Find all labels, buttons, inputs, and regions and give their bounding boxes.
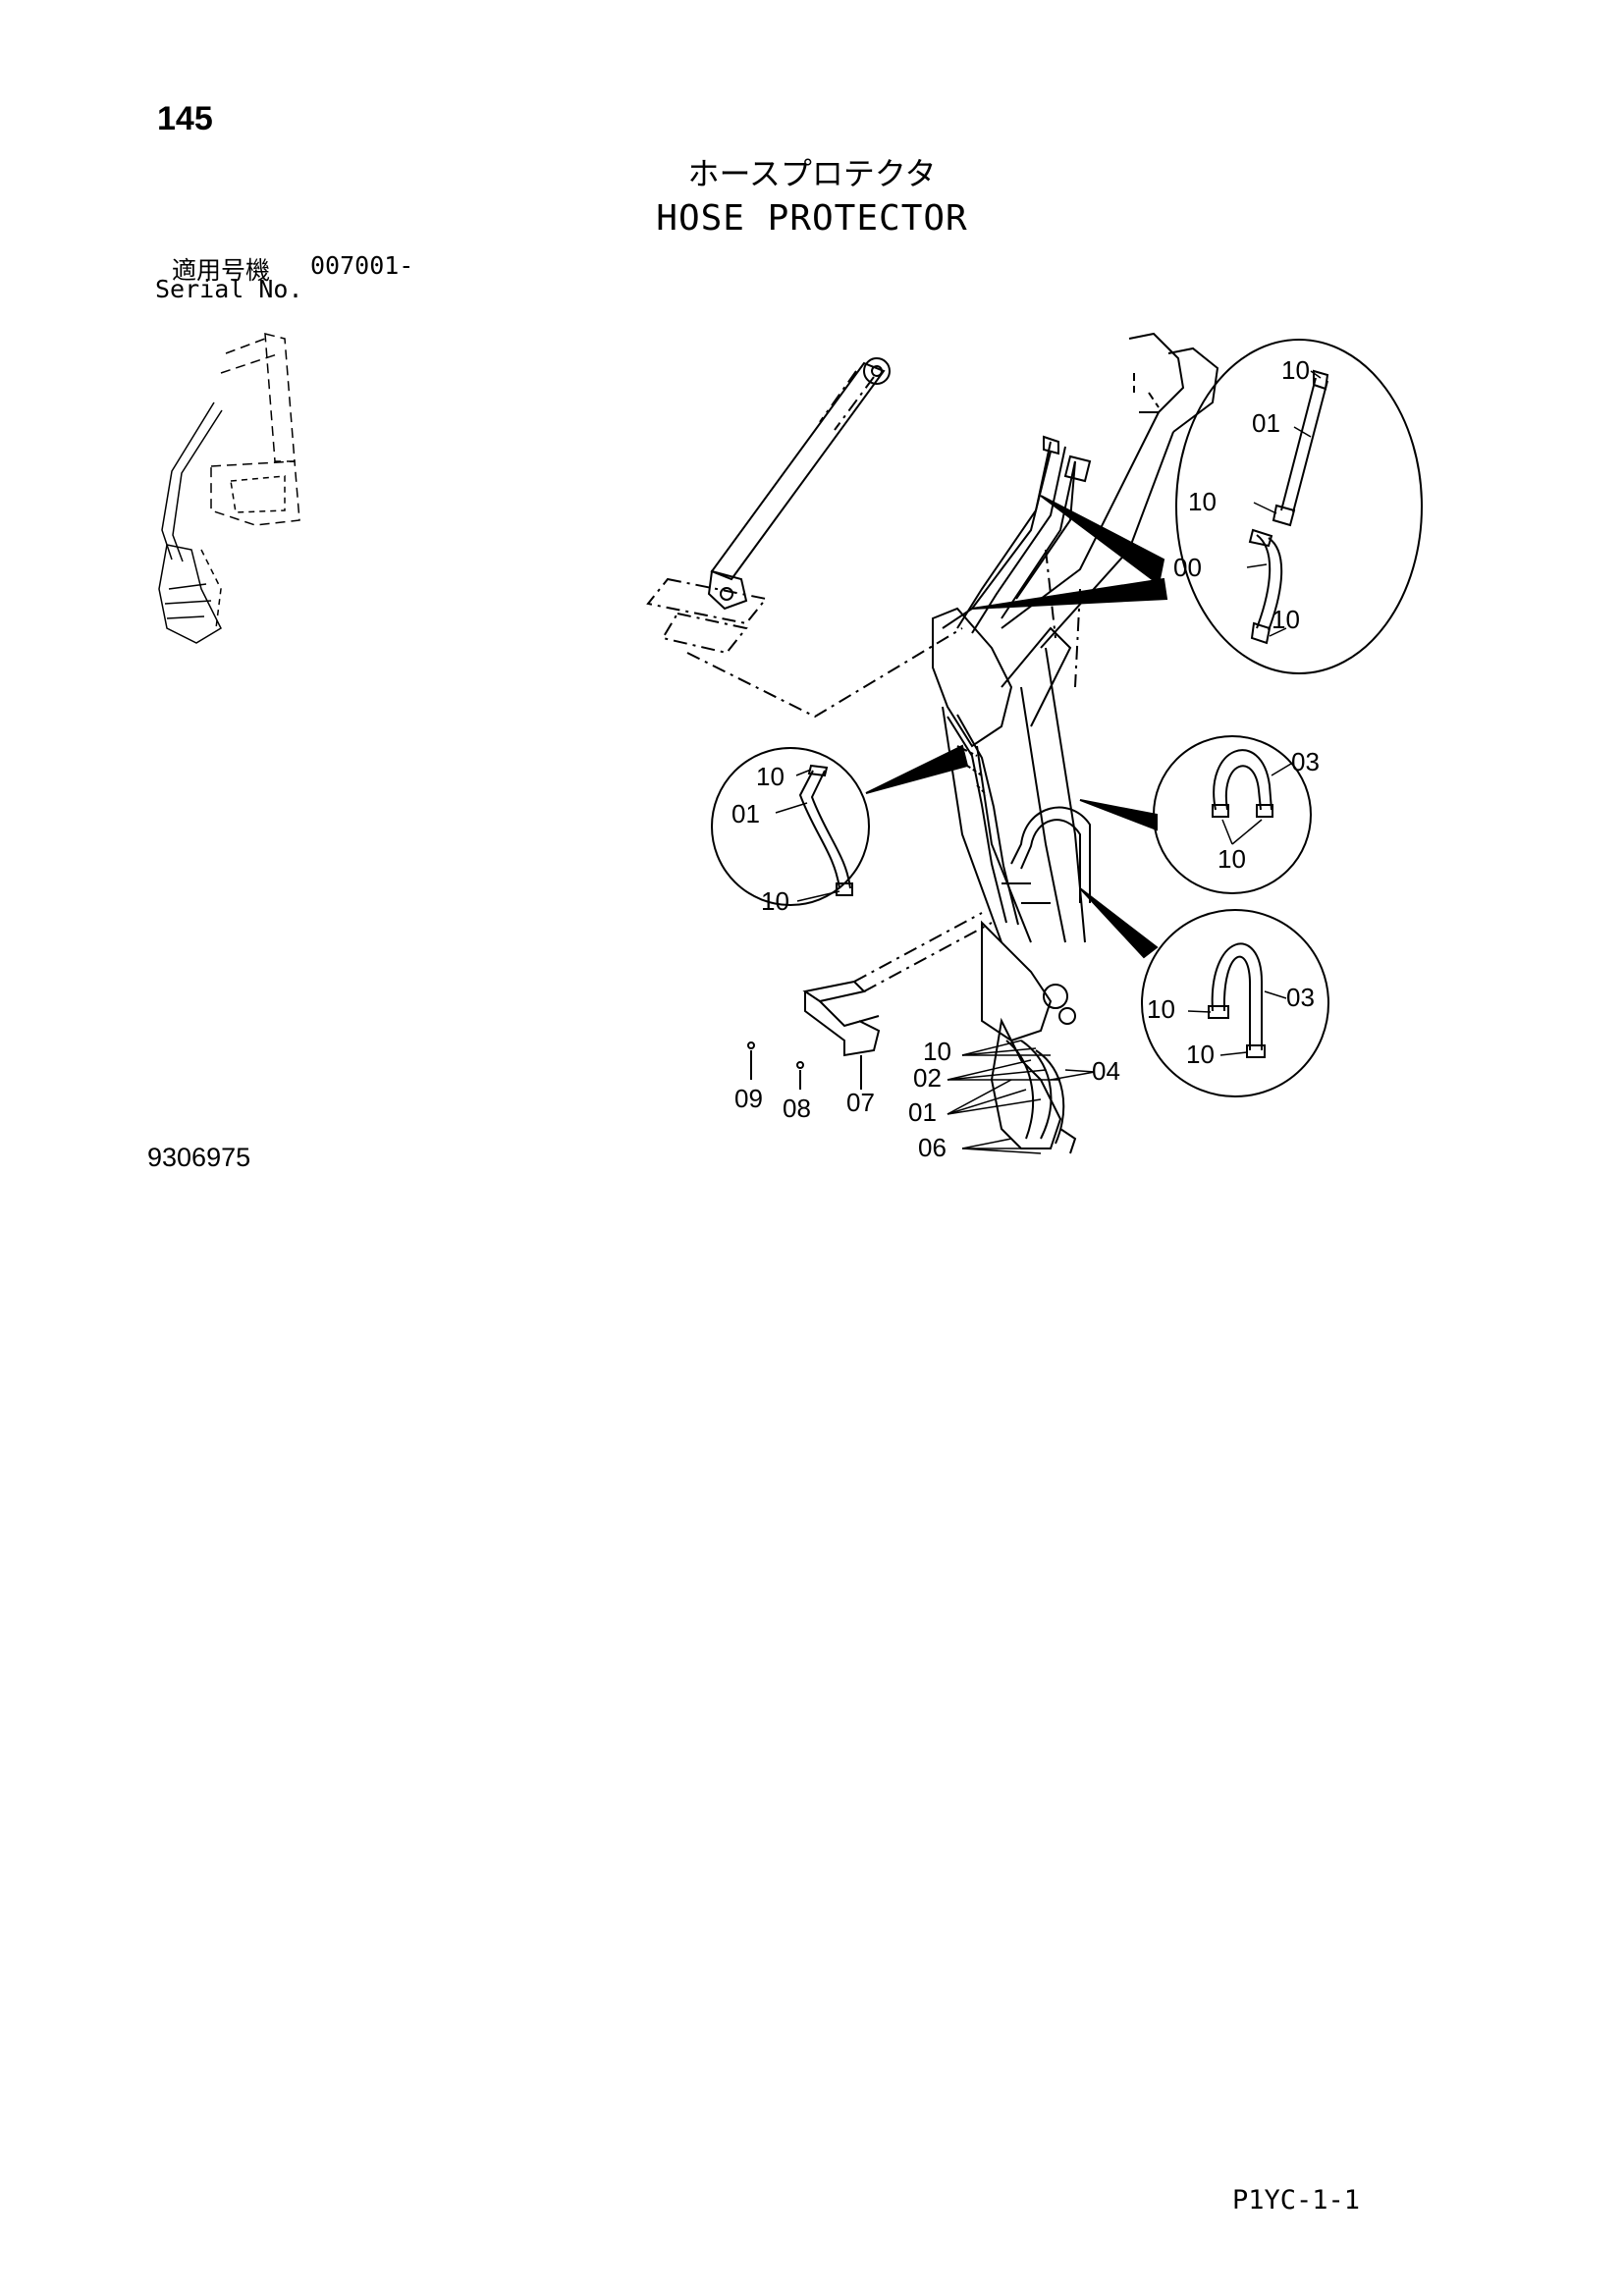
detail-circle-bottom-right — [1141, 909, 1329, 1097]
serial-label-japanese: 適用号機 — [172, 256, 271, 285]
callout: 03 — [1286, 983, 1315, 1012]
detail-circle-left — [711, 747, 870, 906]
callout: 02 — [913, 1063, 942, 1093]
callout: 10 — [923, 1037, 951, 1066]
callout: 01 — [731, 799, 760, 828]
boom-and-arm — [932, 332, 1219, 1042]
leader-lines — [775, 370, 1322, 1154]
pointer-left — [865, 744, 969, 794]
pointer-bottom-right — [1079, 887, 1159, 959]
page-title: HOSE PROTECTOR — [656, 198, 968, 239]
callout-labels: 10 01 10 00 10 10 01 10 03 10 10 03 10 1… — [731, 355, 1320, 1162]
drawing-number: 9306975 — [147, 1143, 251, 1172]
page-title-japanese: ホースプロテクタ — [687, 155, 937, 192]
washer — [796, 1061, 804, 1090]
callout: 10 — [1281, 355, 1310, 385]
callout: 10 — [1186, 1040, 1215, 1069]
bucket-end — [990, 1017, 1077, 1154]
arm-hoses — [947, 714, 1091, 926]
callout: 01 — [1252, 408, 1280, 438]
pointer-top-right-b — [971, 577, 1168, 610]
callout: 00 — [1173, 553, 1202, 582]
serial-label: Serial No. — [155, 275, 303, 303]
callout: 10 — [761, 886, 789, 916]
callout: 01 — [908, 1097, 937, 1127]
detail-circle-top-right — [1175, 339, 1423, 674]
serial-range: 007001- — [310, 251, 414, 280]
callout: 06 — [918, 1133, 947, 1162]
pointer-top-right-a — [1040, 495, 1165, 586]
callout: 04 — [1092, 1056, 1120, 1086]
pointer-mid-right — [1079, 799, 1158, 831]
machine-overview-sketch — [158, 333, 300, 644]
page-number: 145 — [157, 100, 213, 137]
bolt — [747, 1041, 755, 1080]
boom-top-hoses — [956, 435, 1092, 634]
callout: 10 — [1188, 487, 1217, 516]
arm-cylinder — [646, 357, 963, 719]
callout: 07 — [846, 1088, 875, 1117]
page-code: P1YC-1-1 — [1232, 2185, 1361, 2216]
callout: 09 — [734, 1084, 763, 1113]
callout: 10 — [1218, 844, 1246, 874]
callout: 10 — [1272, 605, 1300, 634]
hose-protector-plate — [802, 912, 993, 1057]
callout: 03 — [1291, 747, 1320, 776]
callout: 10 — [756, 762, 785, 791]
callout: 08 — [783, 1094, 811, 1123]
callout: 10 — [1147, 994, 1175, 1024]
